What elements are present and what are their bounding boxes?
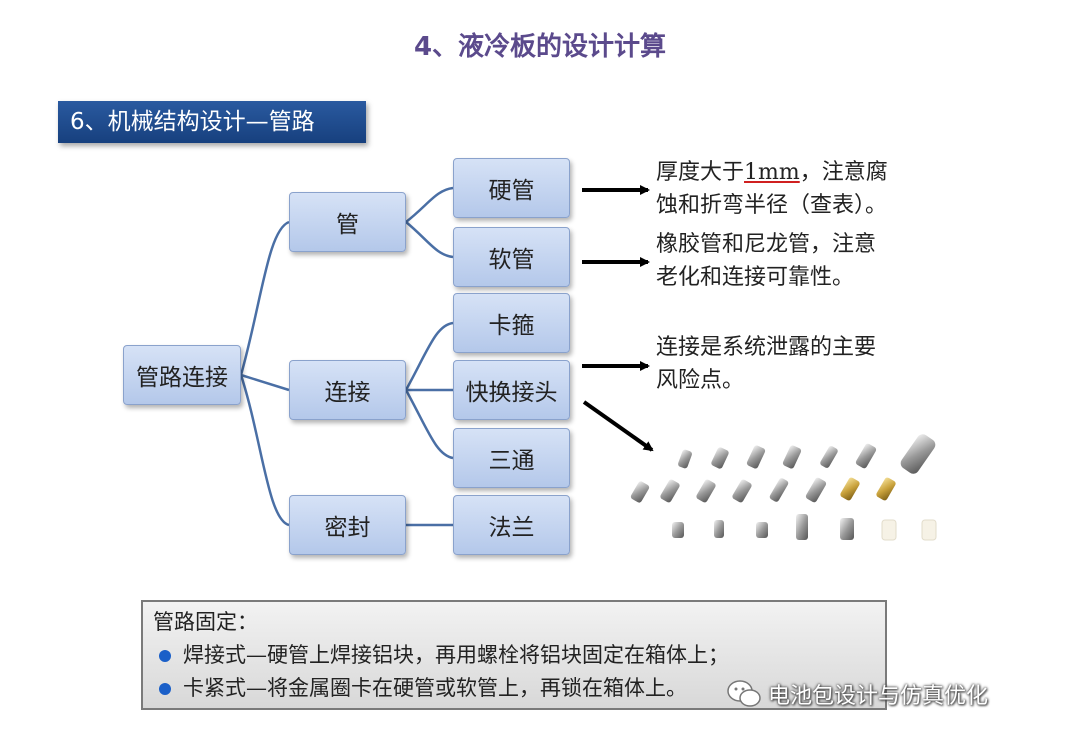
node-quick-connector: 快换接头	[453, 360, 570, 420]
bullet-icon	[159, 682, 171, 695]
node-connect: 连接	[289, 360, 406, 420]
node-flange: 法兰	[453, 495, 570, 555]
section-banner: 6、机械结构设计—管路	[58, 101, 366, 143]
watermark: 电池包设计与仿真优化	[726, 676, 988, 712]
node-soft-pipe: 软管	[453, 227, 570, 287]
note-hard-pipe: 厚度大于1mm，注意腐 蚀和折弯半径（查表）。	[656, 160, 888, 218]
wechat-icon	[727, 680, 761, 707]
slide-title: 4、液冷板的设计计算	[413, 32, 667, 62]
note-soft-pipe: 橡胶管和尼龙管，注意 老化和连接可靠性。	[656, 232, 877, 290]
box-item-2: 卡紧式—将金属圈卡在硬管或软管上，再锁在箱体上。	[153, 672, 875, 705]
node-hard-pipe: 硬管	[453, 158, 570, 218]
node-clamp: 卡箍	[453, 293, 570, 353]
arrow-photo	[582, 400, 654, 452]
node-pipe: 管	[289, 192, 406, 252]
pipe-fixing-box: 管路固定： 焊接式—硬管上焊接铝块，再用螺栓将铝块固定在箱体上； 卡紧式—将金属…	[141, 600, 887, 710]
box-title: 管路固定：	[153, 610, 258, 634]
box-item-1: 焊接式—硬管上焊接铝块，再用螺栓将铝块固定在箱体上；	[153, 639, 875, 672]
node-seal: 密封	[289, 495, 406, 555]
node-root: 管路连接	[123, 345, 241, 405]
bullet-icon	[159, 649, 171, 662]
note-quick-connector: 连接是系统泄露的主要 风险点。	[656, 335, 877, 393]
node-tee: 三通	[453, 428, 570, 488]
connector-fittings-photo	[630, 434, 937, 541]
